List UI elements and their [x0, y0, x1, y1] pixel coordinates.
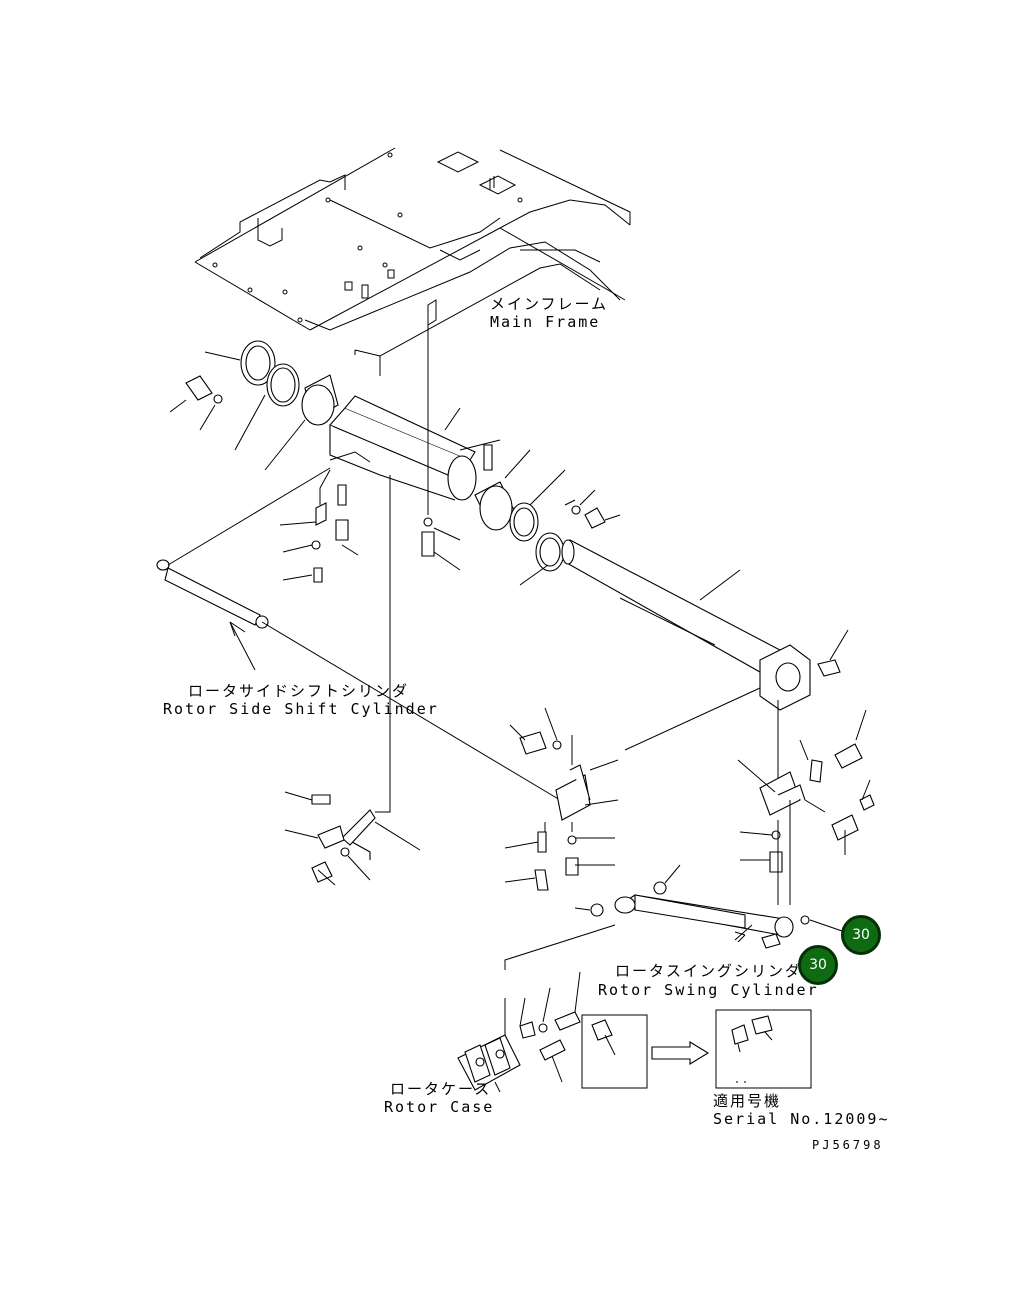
detail-boxes	[581, 1009, 812, 1089]
main-frame	[194, 147, 631, 376]
swing-cylinder-label-jp: ロータスイングシリンダ	[615, 962, 803, 980]
rotor-case-label-jp: ロータケース	[390, 1080, 492, 1098]
swing-cylinder-label-en: Rotor Swing Cylinder	[598, 981, 819, 999]
drawing-code: PJ56798	[812, 1138, 884, 1152]
boom-tube	[561, 539, 849, 780]
side-shift-cylinder-label-en: Rotor Side Shift Cylinder	[163, 700, 439, 718]
bracket-group-right	[624, 687, 875, 905]
rear-bushing-group	[169, 340, 339, 471]
serial-label-en: Serial No.12009~	[713, 1110, 890, 1128]
side-shift-cylinder-label-jp: ロータサイドシフトシリンダ	[188, 682, 410, 700]
center-tube	[329, 395, 621, 586]
rotor-case-label-en: Rotor Case	[384, 1098, 495, 1116]
small-parts-left	[279, 310, 461, 813]
bracket-group-middle	[284, 707, 619, 891]
side-shift-cylinder	[156, 467, 561, 801]
swing-cylinder	[504, 864, 846, 970]
main-frame-label-en: Main Frame	[490, 313, 601, 331]
callout-badge-30-upper[interactable]: 30	[841, 915, 881, 955]
serial-label-jp: 適用号機	[713, 1092, 782, 1110]
main-frame-label-jp: メインフレーム	[490, 295, 609, 313]
rotor-case	[457, 971, 581, 1093]
callout-badge-30-lower[interactable]: 30	[798, 945, 838, 985]
